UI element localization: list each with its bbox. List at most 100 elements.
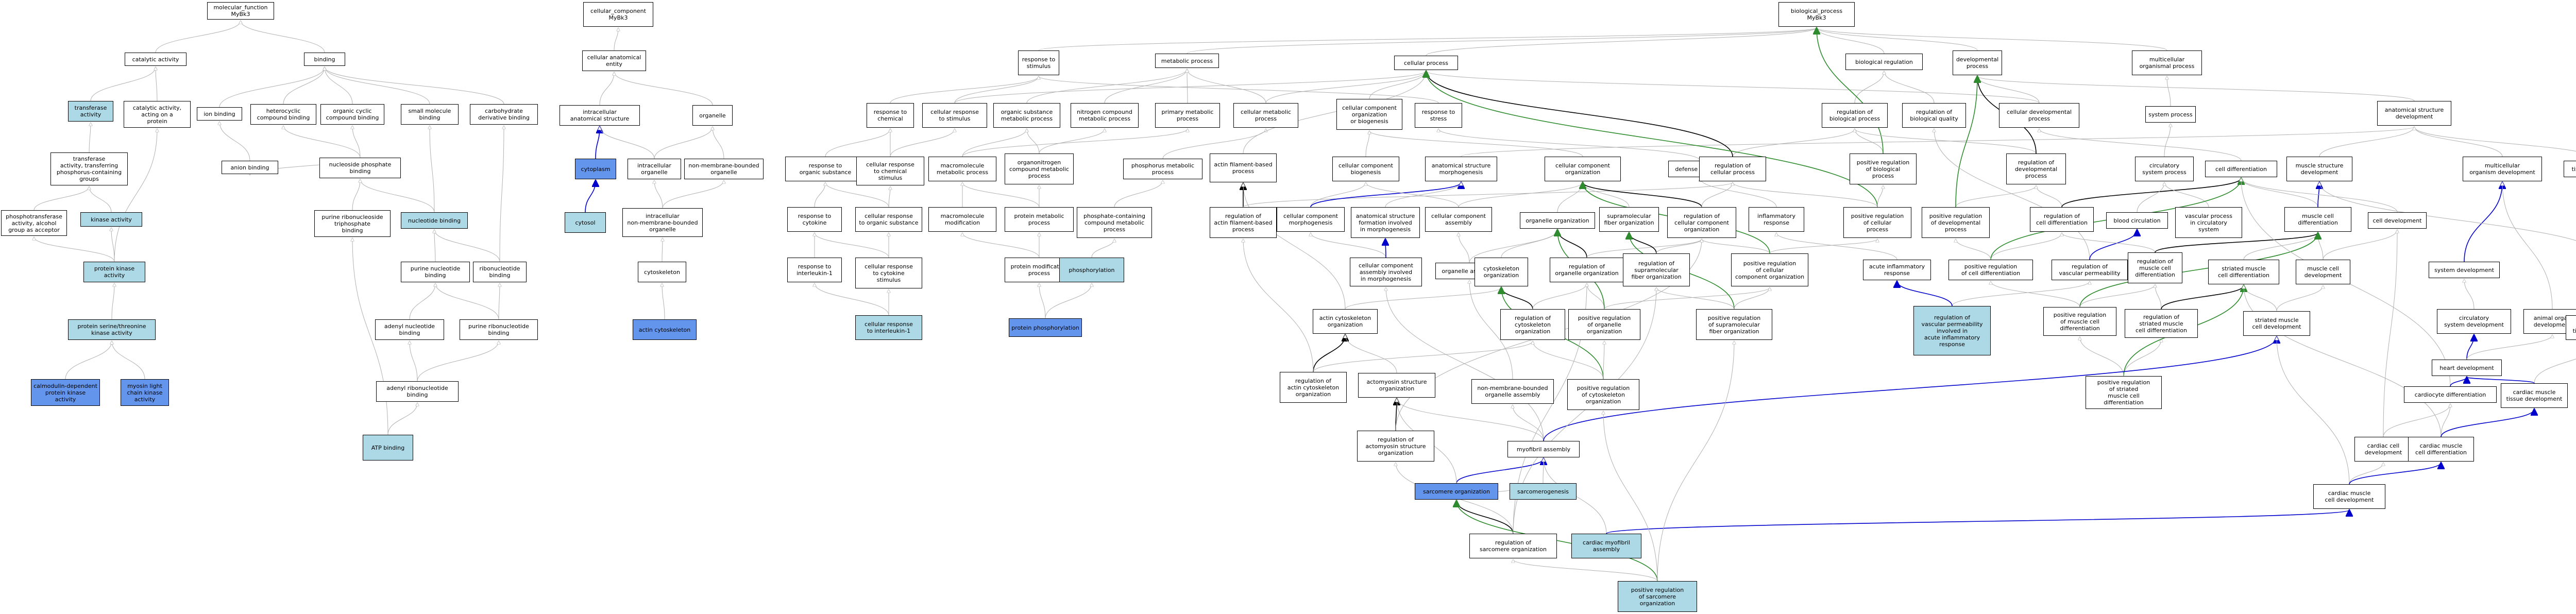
go-term-pos-reg-organelle-org[interactable]: positive regulation of organelle organiz…	[1568, 309, 1640, 340]
go-term-nitrogen-metabolic[interactable]: nitrogen compound metabolic process	[1071, 103, 1139, 128]
go-term-cytoskeleton[interactable]: cytoskeleton	[638, 262, 686, 282]
go-term-cc-organization[interactable]: cellular component organization	[1545, 157, 1621, 181]
go-term-developmental-process[interactable]: developmental process	[1953, 50, 2002, 75]
go-term-circulatory-process[interactable]: circulatory system process	[2135, 157, 2194, 181]
go-term-cc-org-biogenesis[interactable]: cellular component organization or bioge…	[1336, 99, 1402, 130]
go-term-reg-supramolecular[interactable]: regulation of supramolecular fiber organ…	[1623, 253, 1690, 286]
go-term-cc-assembly[interactable]: cellular component assembly	[1425, 207, 1492, 232]
go-term-metabolic-process[interactable]: metabolic process	[1155, 54, 1219, 68]
go-term-sarcomerogenesis[interactable]: sarcomerogenesis	[1510, 483, 1577, 500]
go-term-transferase[interactable]: transferase activity	[68, 101, 113, 122]
go-term-binding[interactable]: binding	[304, 53, 345, 66]
go-term-purine-ribo-tri[interactable]: purine ribonucleoside triphosphate bindi…	[314, 210, 391, 237]
go-term-circulatory-dev[interactable]: circulatory system development	[2437, 309, 2511, 334]
go-term-cc-assembly-morph[interactable]: cellular component assembly involved in …	[1350, 258, 1422, 286]
go-term-actomyosin-org[interactable]: actomyosin structure organization	[1358, 373, 1435, 398]
go-term-cellular-response-chemical[interactable]: cellular response to chemical stimulus	[856, 157, 924, 185]
go-term-cc[interactable]: cellular_component MyBk3	[583, 2, 653, 27]
go-term-cardiac-muscle-cell-diff[interactable]: cardiac muscle cell differentiation	[2408, 437, 2474, 462]
go-term-cytosol[interactable]: cytosol	[565, 212, 606, 233]
go-term-reg-actomyosin-org[interactable]: regulation of actomyosin structure organ…	[1357, 431, 1434, 462]
go-term-response-organic[interactable]: response to organic substance	[785, 157, 866, 181]
go-term-response-stimulus[interactable]: response to stimulus	[1018, 50, 1059, 75]
go-term-reg-sarcomere-org[interactable]: regulation of sarcomere organization	[1469, 534, 1557, 558]
go-term-reg-vascular-perm[interactable]: regulation of vascular permeability	[2052, 260, 2128, 280]
go-term-muscle-cell-diff[interactable]: muscle cell differentiation	[2284, 207, 2351, 232]
go-term-anat-formation[interactable]: anatomical structure formation involved …	[1351, 207, 1420, 238]
go-term-ser-thr-kinase[interactable]: protein serine/threonine kinase activity	[68, 319, 156, 340]
go-term-response-cytokine[interactable]: response to cytokine	[787, 207, 842, 232]
go-term-cellular-metabolic[interactable]: cellular metabolic process	[1233, 103, 1298, 128]
go-term-cytoplasm[interactable]: cytoplasm	[575, 159, 616, 179]
go-term-phosphorus-metabolic[interactable]: phosphorus metabolic process	[1123, 159, 1202, 179]
go-term-atp-binding[interactable]: ATP binding	[363, 435, 413, 460]
go-term-cell-development[interactable]: cell development	[2368, 212, 2427, 229]
go-term-supramolecular-fiber-org[interactable]: supramolecular fiber organization	[1599, 207, 1659, 232]
go-term-pos-reg-developmental[interactable]: positive regulation of developmental pro…	[1922, 207, 1990, 238]
go-term-cellular-response-cytokine[interactable]: cellular response to cytokine stimulus	[855, 258, 922, 288]
go-term-organelle-organization[interactable]: organelle organization	[1520, 212, 1595, 229]
go-term-cellular-response-stimulus[interactable]: cellular response to stimulus	[922, 103, 987, 128]
go-term-tissue-development[interactable]: tissue development	[2564, 161, 2576, 177]
go-term-transferase-p[interactable]: transferase activity, transferring phosp…	[50, 152, 128, 185]
go-term-nucleoside-phosphate[interactable]: nucleoside phosphate binding	[319, 158, 401, 178]
go-term-protein-phosphorylation[interactable]: protein phosphorylation	[1009, 318, 1082, 337]
go-term-mlck[interactable]: myosin light chain kinase activity	[121, 379, 169, 406]
go-term-small-molecule[interactable]: small molecule binding	[401, 104, 459, 125]
go-term-reg-cc-organization[interactable]: regulation of cellular component organiz…	[1667, 207, 1736, 238]
go-term-striated-muscle-cell-dev[interactable]: striated muscle cell development	[2243, 311, 2310, 336]
go-term-response-stress[interactable]: response to stress	[1415, 103, 1462, 128]
go-term-anatomical-structure-dev[interactable]: anatomical structure development	[2377, 101, 2451, 126]
go-term-biological-regulation[interactable]: biological regulation	[1845, 54, 1923, 70]
go-term-pos-reg-cellular[interactable]: positive regulation of cellular process	[1843, 207, 1911, 238]
go-term-cell-anat-entity[interactable]: cellular anatomical entity	[582, 50, 646, 71]
go-term-multicellular-dev[interactable]: multicellular organism development	[2463, 157, 2542, 181]
go-term-organic-substance-metabolic[interactable]: organic substance metabolic process	[993, 103, 1060, 128]
go-term-muscle-cell-development[interactable]: muscle cell development	[2296, 260, 2350, 284]
go-term-nucleotide-binding[interactable]: nucleotide binding	[401, 212, 468, 229]
go-term-anion-binding[interactable]: anion binding	[222, 161, 278, 174]
go-term-non-membrane-organelle[interactable]: non-membrane-bounded organelle	[684, 159, 764, 179]
go-term-blood-circulation[interactable]: blood circulation	[2106, 212, 2168, 229]
go-term-macromolecule-modification[interactable]: macromolecule modification	[928, 207, 996, 232]
go-term-reg-muscle-cell-diff[interactable]: regulation of muscle cell differentiatio…	[2128, 252, 2182, 283]
go-term-macromolecule-metabolic[interactable]: macromolecule metabolic process	[928, 157, 996, 181]
go-term-reg-actin-cytoskeleton-org[interactable]: regulation of actin cytoskeleton organiz…	[1280, 372, 1347, 403]
go-term-regulation-biological[interactable]: regulation of biological process	[1822, 103, 1888, 128]
go-term-striated-muscle-tissue-dev[interactable]: striated muscle tissue development	[2566, 315, 2576, 340]
go-term-ribonucleotide[interactable]: ribonucleotide binding	[473, 262, 527, 282]
go-term-reg-organelle-org[interactable]: regulation of organelle organization	[1550, 258, 1624, 282]
go-term-actin-cytoskeleton[interactable]: actin cytoskeleton	[633, 319, 697, 340]
go-term-carbohydrate-deriv[interactable]: carbohydrate derivative binding	[470, 104, 538, 125]
go-term-organonitrogen[interactable]: organonitrogen compound metabolic proces…	[1005, 154, 1074, 184]
go-term-catalytic[interactable]: catalytic activity	[125, 53, 187, 66]
go-term-multicellular-organismal[interactable]: multicellular organismal process	[2132, 50, 2202, 75]
go-term-pos-reg-sarcomere-org[interactable]: positive regulation of sarcomere organiz…	[1618, 581, 1697, 612]
go-term-sarcomere-organization[interactable]: sarcomere organization	[1415, 483, 1498, 500]
go-term-reg-cytoskeleton-org[interactable]: regulation of cytoskeleton organization	[1500, 309, 1565, 340]
go-term-cardiac-cell-dev[interactable]: cardiac cell development	[2354, 437, 2412, 462]
go-term-pos-reg-cytoskeleton-org[interactable]: positive regulation of cytoskeleton orga…	[1567, 379, 1639, 410]
go-term-adenyl-nucleotide[interactable]: adenyl nucleotide binding	[375, 319, 444, 340]
go-term-organelle[interactable]: organelle	[692, 105, 733, 126]
go-term-system-development[interactable]: system development	[2429, 262, 2500, 278]
go-term-intracellular-organelle[interactable]: intracellular organelle	[628, 159, 681, 179]
go-term-kinase[interactable]: kinase activity	[80, 212, 142, 227]
go-term-pos-reg-striated-diff[interactable]: positive regulation of striated muscle c…	[2086, 376, 2162, 409]
go-term-striated-muscle-diff[interactable]: striated muscle cell differentiation	[2208, 260, 2279, 284]
go-term-heterocyclic[interactable]: heterocyclic compound binding	[250, 104, 316, 125]
go-term-response-il1[interactable]: response to interleukin-1	[787, 258, 842, 282]
go-term-reg-actin-filament[interactable]: regulation of actin filament-based proce…	[1210, 207, 1277, 238]
go-term-inflammatory-response[interactable]: inflammatory response	[1749, 207, 1804, 232]
go-term-pos-reg-muscle-cell-diff[interactable]: positive regulation of muscle cell diffe…	[2043, 307, 2116, 336]
go-term-cat-protein[interactable]: catalytic activity, acting on a protein	[124, 101, 191, 128]
go-term-cc-biogenesis[interactable]: cellular component biogenesis	[1332, 157, 1399, 181]
go-term-cellular-response-il1[interactable]: cellular response to interleukin-1	[855, 315, 922, 340]
go-term-intra-non-membrane[interactable]: intracellular non-membrane-bounded organ…	[622, 208, 703, 237]
go-term-heart-development[interactable]: heart development	[2432, 360, 2502, 376]
go-term-cardiac-muscle-cell-dev[interactable]: cardiac muscle cell development	[2313, 484, 2385, 509]
go-term-ion-binding[interactable]: ion binding	[197, 107, 242, 121]
go-term-cellular-process[interactable]: cellular process	[1394, 56, 1458, 70]
go-term-muscle-structure-dev[interactable]: muscle structure development	[2286, 157, 2352, 181]
go-term-cellular-developmental[interactable]: cellular developmental process	[1999, 103, 2079, 128]
